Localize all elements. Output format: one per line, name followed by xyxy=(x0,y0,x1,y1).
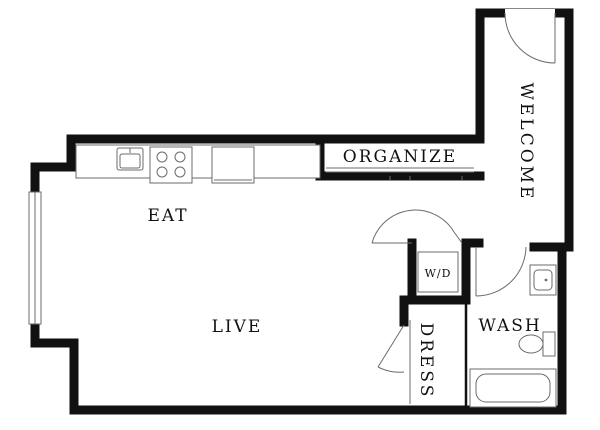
bath-door xyxy=(475,246,527,297)
label-washer-dryer: W/D xyxy=(425,267,452,280)
room-label-live: LIVE xyxy=(212,317,263,337)
refrigerator xyxy=(211,146,255,184)
toilet xyxy=(518,331,556,357)
kitchen-sink xyxy=(116,147,144,171)
stove-cooktop xyxy=(149,146,193,184)
kitchen-counter xyxy=(75,144,321,179)
window xyxy=(28,191,42,325)
room-label-wash: WASH xyxy=(478,316,541,336)
exterior-walls xyxy=(30,8,574,415)
bathtub xyxy=(469,368,557,408)
interior-partitions xyxy=(399,238,567,410)
dress-door xyxy=(377,320,411,404)
room-label-dress: DRESS xyxy=(416,323,436,400)
bath-sink xyxy=(529,264,557,296)
room-label-eat: EAT xyxy=(147,206,188,226)
laundry-door xyxy=(371,209,463,244)
washer-dryer xyxy=(417,251,459,293)
room-label-welcome: WELCOME xyxy=(516,83,536,202)
room-label-organize: ORGANIZE xyxy=(343,147,457,167)
entry-door xyxy=(504,9,556,64)
